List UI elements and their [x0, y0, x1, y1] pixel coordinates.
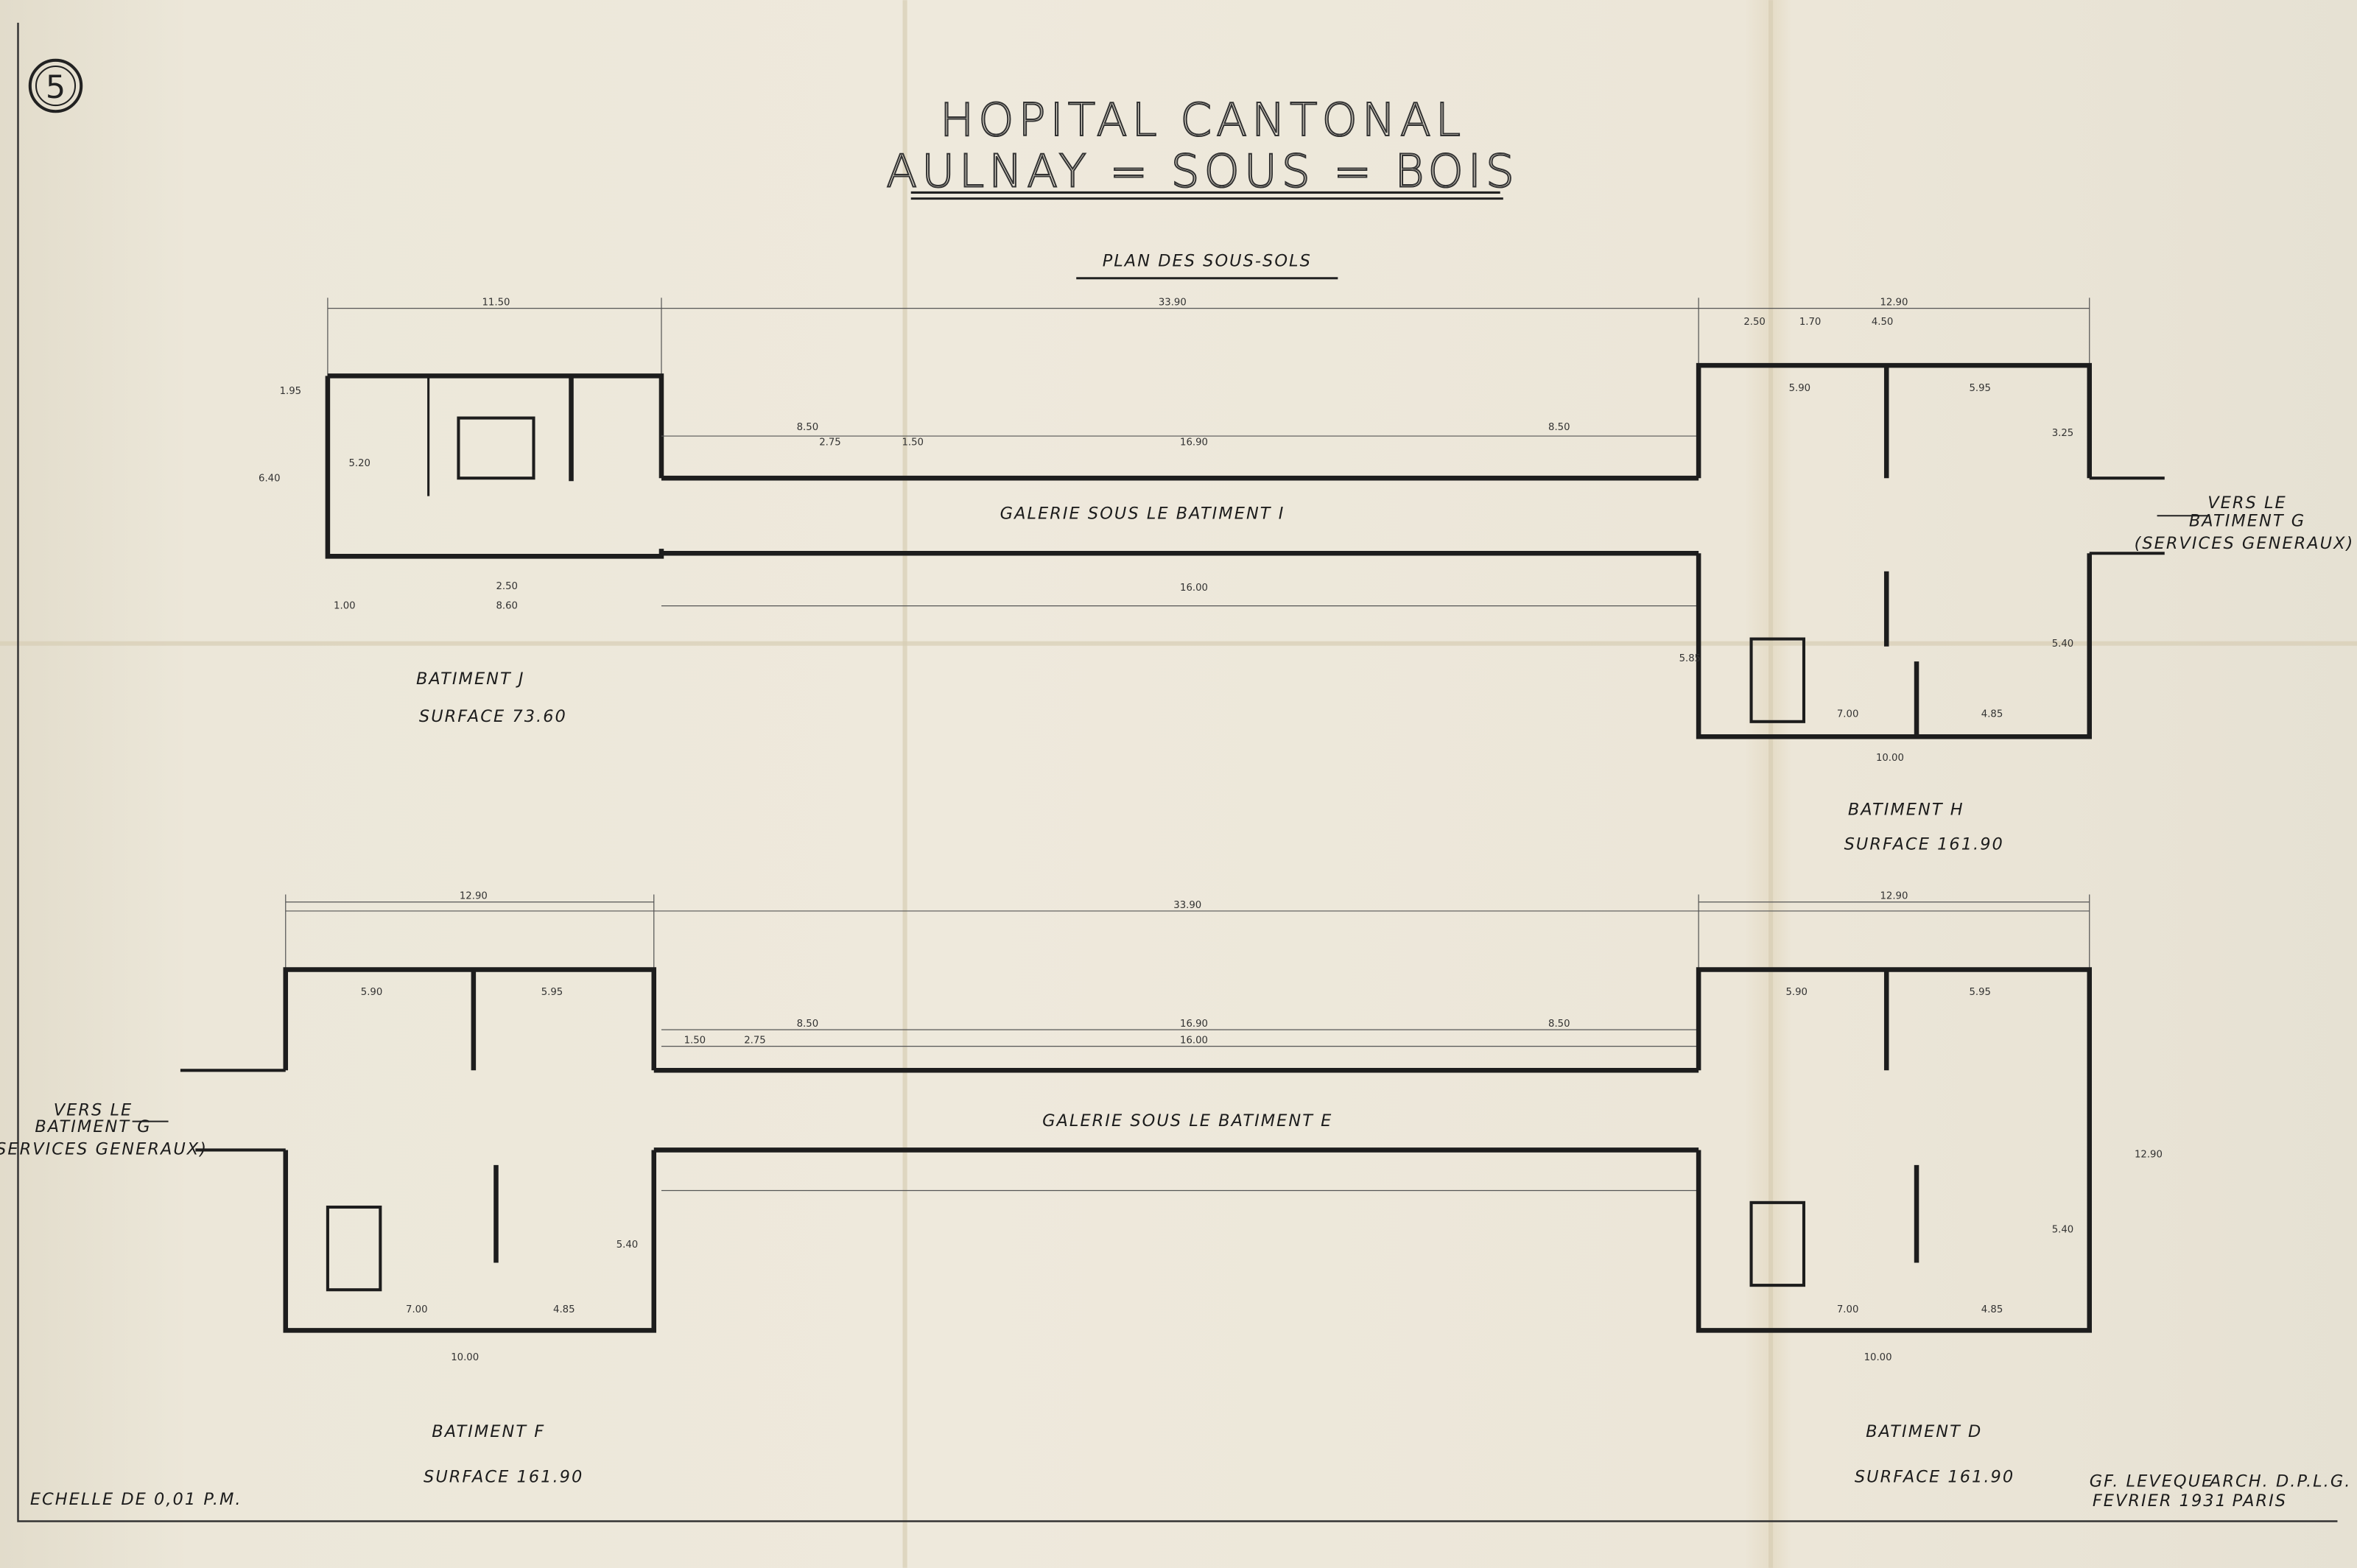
dimension-label: 4.85 [553, 1304, 575, 1315]
dimension-label: 8.60 [496, 601, 518, 612]
dimension-label: 7.00 [406, 1304, 428, 1315]
gallery-label: GALERIE SOUS LE BATIMENT E [1042, 1111, 1332, 1131]
dimension-label: 1.70 [1799, 317, 1822, 328]
building-j-surface: SURFACE 73.60 [419, 707, 567, 726]
dimension-label: 10.00 [1864, 1352, 1892, 1363]
vers-batiment-g-annotation-left: VERS LE BATIMENT G (SERVICES GENERAUX) [0, 1100, 208, 1159]
stair-well [457, 416, 535, 480]
gallery-i-walls [661, 475, 1699, 556]
dimension-label: 5.95 [1969, 383, 1991, 394]
bottom-d-dims: 5.90 5.95 7.00 4.85 10.00 5.40 12.90 [1785, 987, 2162, 1363]
dimension-label: 5.90 [1789, 383, 1811, 394]
dimension-label: 16.00 [1180, 1036, 1208, 1047]
stair-well [326, 1205, 382, 1292]
scale-note: ECHELLE DE 0,01 P.M. [30, 1490, 242, 1509]
dimension-label: 5.95 [1969, 987, 1991, 998]
dimension-label: 10.00 [1876, 753, 1904, 764]
dimension-label: 1.00 [334, 601, 356, 612]
dimension-label: 5.85 [1679, 653, 1701, 664]
dimension-label: 33.90 [1159, 298, 1187, 309]
dimension-label: 11.50 [482, 298, 510, 309]
dimension-label: 6.40 [259, 473, 281, 484]
stair-well [1749, 1200, 1806, 1287]
top-h-dims: 2.50 1.70 4.50 5.90 5.95 3.25 5.40 4.85 … [1679, 317, 2074, 764]
dimension-label: 7.00 [1837, 709, 1859, 720]
dimension-label: 1.50 [902, 437, 924, 448]
dimension-label: 5.20 [348, 458, 370, 469]
title-line-2: AULNAY = SOUS = BOIS [886, 145, 1519, 197]
dimension-label: 16.00 [1180, 583, 1208, 594]
building-d-label: BATIMENT D [1866, 1422, 1982, 1441]
building-j-walls [325, 373, 664, 559]
building-d-walls [1696, 967, 2092, 1333]
dimension-label: 2.50 [1743, 317, 1766, 328]
dimension-label: (SERVICES GENERAUX) [2135, 534, 2355, 553]
building-f-surface: SURFACE 161.90 [424, 1467, 583, 1486]
dimension-label: 1.95 [280, 386, 302, 397]
top-j-dims: 6.40 5.20 1.95 8.60 2.50 1.00 [259, 386, 518, 612]
bottom-plan: 33.90 12.90 12.90 8.50 16.90 8.50 16.00 … [0, 891, 2163, 1487]
dimension-label: FEVRIER 1931 [2093, 1491, 2227, 1511]
dimension-label: 4.85 [1981, 709, 2003, 720]
sheet-number: 5 [46, 69, 66, 106]
dimension-label: VERS LE [2207, 493, 2286, 513]
sheet-number-badge: 5 [28, 58, 83, 113]
dimension-label: 2.75 [819, 437, 841, 448]
architect-signature-block: GF. LEVEQUE ARCH. D.P.L.G. FEVRIER 1931 … [2090, 1472, 2351, 1511]
dimension-label: 3.25 [2052, 428, 2074, 439]
dimension-label: 8.50 [797, 422, 819, 433]
dimension-label: 5.90 [361, 987, 383, 998]
sheet-border [17, 22, 2338, 1522]
dimension-label: 4.85 [1981, 1304, 2003, 1315]
gallery-e-walls [653, 1068, 1699, 1153]
dimension-label: 8.50 [797, 1019, 819, 1030]
dimension-label: (SERVICES GENERAUX) [0, 1140, 208, 1159]
building-h-walls [1696, 362, 2092, 739]
dimension-label: PARIS [2233, 1491, 2287, 1511]
dimension-label: 5.40 [2052, 639, 2074, 650]
stair-well [1749, 637, 1806, 723]
dimension-label: 8.50 [1548, 422, 1570, 433]
dimension-label: GF. LEVEQUE [2090, 1472, 2214, 1491]
dimension-label: 10.00 [451, 1352, 479, 1363]
building-h-surface: SURFACE 161.90 [1844, 834, 2004, 854]
dimension-label: 2.50 [496, 581, 518, 592]
dimension-label: 8.50 [1548, 1019, 1570, 1030]
dimension-label: BATIMENT G [35, 1117, 151, 1136]
building-f-label: BATIMENT F [432, 1422, 545, 1441]
dimension-label: 33.90 [1173, 900, 1201, 911]
building-h-label: BATIMENT H [1848, 800, 1964, 819]
bottom-f-dims: 5.90 5.95 7.00 4.85 10.00 5.40 [361, 987, 638, 1363]
dimension-label: 12.90 [460, 891, 488, 902]
dimension-label: 5.90 [1785, 987, 1808, 998]
dimension-label: 12.90 [2135, 1150, 2163, 1161]
dimension-label: 1.50 [684, 1036, 706, 1047]
dimension-label: 2.75 [744, 1036, 766, 1047]
vers-batiment-g-annotation-right: VERS LE BATIMENT G (SERVICES GENERAUX) [2135, 493, 2355, 553]
top-plan: 33.90 11.50 12.90 8.50 16.90 8.50 16.00 … [259, 298, 2355, 854]
building-f-walls [283, 967, 657, 1333]
building-d-surface: SURFACE 161.90 [1855, 1467, 2014, 1486]
dimension-label: BATIMENT G [2189, 512, 2305, 531]
dimension-label: 5.40 [2052, 1225, 2074, 1236]
dimension-label: ARCH. D.P.L.G. [2208, 1472, 2351, 1491]
building-j-label: BATIMENT J [416, 669, 525, 689]
dimension-label: 16.90 [1180, 1019, 1208, 1030]
gallery-label: GALERIE SOUS LE BATIMENT I [1000, 504, 1285, 523]
dimension-label: 5.95 [541, 987, 563, 998]
dimension-label: 12.90 [1880, 298, 1908, 309]
dimension-label: 12.90 [1880, 891, 1908, 902]
dimension-label: 16.90 [1180, 437, 1208, 448]
dimension-label: 4.50 [1872, 317, 1894, 328]
dimension-label: 5.40 [617, 1240, 639, 1251]
dimension-label: 7.00 [1837, 1304, 1859, 1315]
plan-subtitle: PLAN DES SOUS-SOLS [1103, 251, 1312, 270]
title-line-1: HOPITAL CANTONAL [940, 94, 1465, 147]
dimension-label: VERS LE [54, 1100, 133, 1119]
